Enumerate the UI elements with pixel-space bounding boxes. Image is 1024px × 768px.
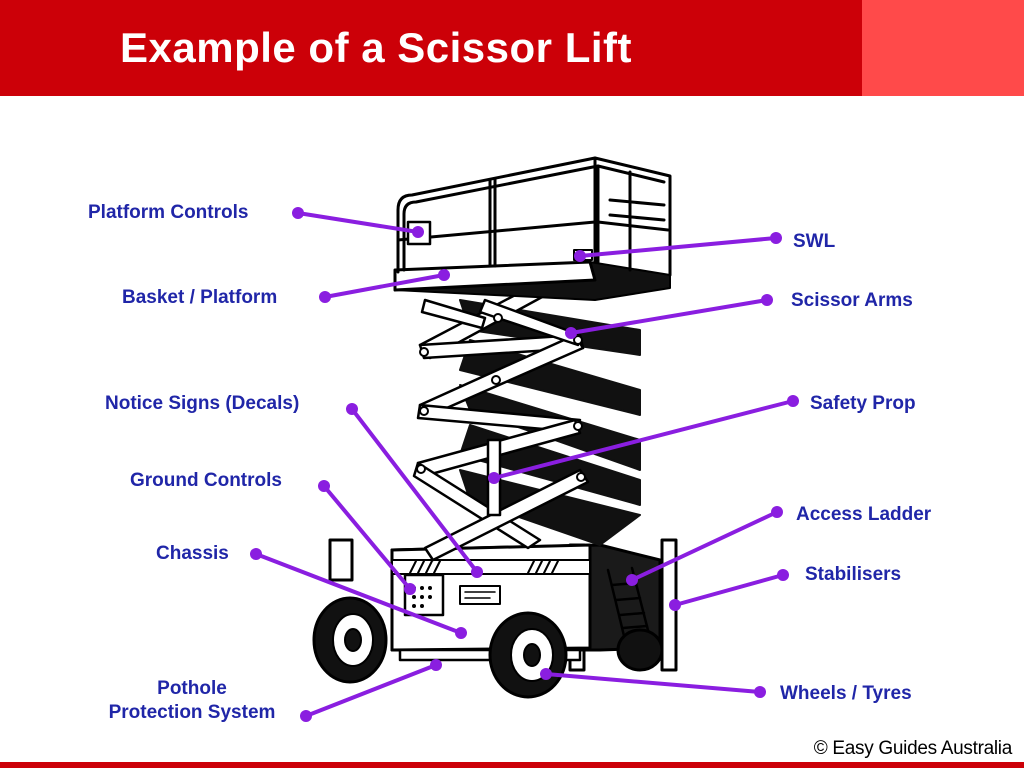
- leader-lines: [254, 211, 795, 718]
- title-banner-accent: [862, 0, 1024, 96]
- label-safety-prop: Safety Prop: [810, 393, 916, 414]
- label-pothole-protection: Pothole Protection System: [84, 677, 300, 725]
- label-chassis: Chassis: [156, 543, 229, 564]
- footer-line: [0, 762, 1024, 768]
- page-title: Example of a Scissor Lift: [120, 24, 632, 71]
- label-ground-controls: Ground Controls: [130, 470, 282, 491]
- label-platform-controls: Platform Controls: [88, 202, 249, 223]
- label-scissor-arms: Scissor Arms: [791, 290, 913, 311]
- copyright-notice: © Easy Guides Australia: [813, 738, 1013, 759]
- label-stabilisers: Stabilisers: [805, 564, 902, 585]
- label-swl: SWL: [793, 231, 836, 252]
- label-pothole-line2: Protection System: [108, 702, 276, 723]
- label-pothole-line1: Pothole: [157, 678, 227, 699]
- label-wheels-tyres: Wheels / Tyres: [780, 683, 912, 704]
- title-banner: [0, 0, 1024, 96]
- label-notice-signs: Notice Signs (Decals): [105, 393, 300, 414]
- leader-dots: [250, 207, 799, 722]
- label-basket-platform: Basket / Platform: [122, 287, 278, 308]
- label-access-ladder: Access Ladder: [796, 504, 932, 525]
